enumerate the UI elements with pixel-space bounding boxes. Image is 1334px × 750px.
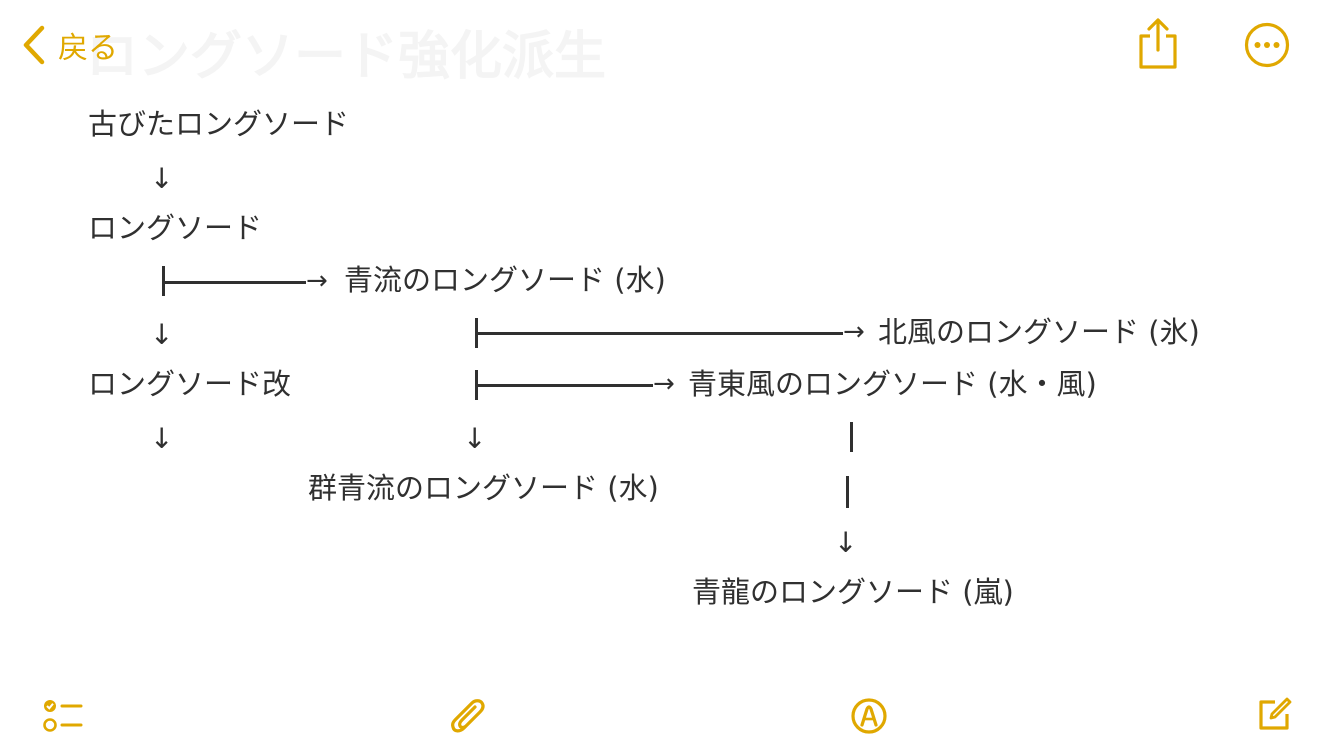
compose-button[interactable] xyxy=(1255,696,1293,734)
branch-line xyxy=(477,332,843,335)
note-line-blue-stream-longsword: 青流のロングソード (水) xyxy=(344,263,666,297)
down-arrow: ↓ xyxy=(463,422,487,455)
branch-stem xyxy=(475,370,478,400)
branch-line xyxy=(164,281,306,284)
down-arrow: ↓ xyxy=(834,526,858,559)
note-line-blue-east-wind-longsword: 青東風のロングソード (水・風) xyxy=(688,367,1097,401)
branch-stem xyxy=(162,266,165,296)
connector-line xyxy=(846,476,849,508)
compose-icon xyxy=(1255,696,1293,734)
more-button[interactable] xyxy=(1244,22,1290,68)
note-line-ultramarine-stream-longsword: 群青流のロングソード (水) xyxy=(308,471,659,505)
down-arrow: ↓ xyxy=(150,318,174,351)
down-arrow: ↓ xyxy=(150,422,174,455)
right-arrow: → xyxy=(306,266,328,296)
share-button[interactable] xyxy=(1136,18,1180,70)
checklist-button[interactable] xyxy=(42,698,84,734)
connector-line xyxy=(850,422,853,452)
branch-line xyxy=(477,384,653,387)
note-line-longsword: ロングソード xyxy=(88,211,263,245)
share-icon xyxy=(1136,18,1180,70)
markup-pen-icon xyxy=(850,697,888,735)
note-line-azure-dragon-longsword: 青龍のロングソード (嵐) xyxy=(692,575,1014,609)
attach-button[interactable] xyxy=(450,697,488,737)
note-line-north-wind-longsword: 北風のロングソード (氷) xyxy=(878,315,1200,349)
right-arrow: → xyxy=(843,317,865,347)
down-arrow: ↓ xyxy=(150,162,174,195)
chevron-left-icon xyxy=(22,25,46,65)
note-line-longsword-plus: ロングソード改 xyxy=(88,367,292,401)
checklist-icon xyxy=(42,698,84,734)
right-arrow: → xyxy=(653,369,675,399)
markup-button[interactable] xyxy=(850,697,888,735)
back-button-label: 戻る xyxy=(58,31,118,66)
note-line-rusty-longsword: 古びたロングソード xyxy=(88,107,350,141)
paperclip-icon xyxy=(450,697,488,737)
branch-stem xyxy=(475,318,478,348)
note-title-ghost: ロングソード強化派生 xyxy=(86,27,607,87)
more-icon xyxy=(1244,22,1290,68)
back-button[interactable]: 戻る xyxy=(22,22,118,68)
